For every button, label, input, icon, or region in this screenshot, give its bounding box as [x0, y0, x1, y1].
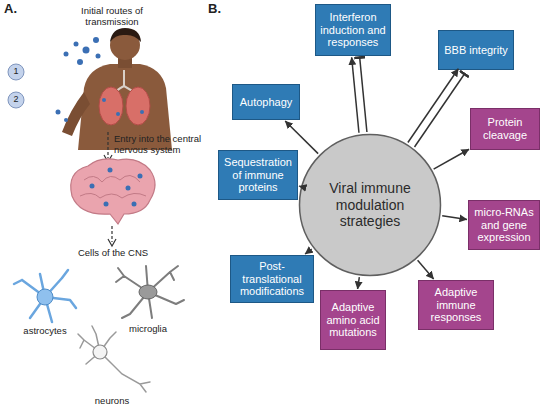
strategy-box: Sequestration of immune proteins — [218, 150, 298, 200]
virus-dot — [140, 110, 144, 114]
text-column: Protein cleavage — [471, 114, 539, 144]
caption-text: Cells of the CNS — [67, 248, 159, 259]
virus-dot — [93, 37, 99, 43]
connector-arrow — [285, 121, 318, 154]
virus-dot — [64, 118, 68, 122]
microglia-soma — [139, 285, 157, 299]
person-hair — [110, 28, 141, 42]
virus-dot — [102, 98, 106, 102]
node-text: Protein cleavage — [471, 114, 539, 144]
neuron-neurite — [78, 326, 150, 392]
connector-arrow — [442, 216, 467, 220]
virus-dot — [116, 112, 120, 116]
node-text: micro-RNAs and gene expression — [469, 204, 539, 247]
callout-number: 1 — [10, 66, 22, 76]
strategy-box: Adaptive immune responses — [418, 280, 494, 330]
arrow-head — [108, 239, 116, 246]
virus-dot — [74, 42, 79, 47]
panel-label: B. — [208, 2, 232, 17]
connector-arrow — [434, 149, 469, 169]
text-column: micro-RNAs and gene expression — [469, 204, 539, 247]
text-column: BBB integrity — [441, 42, 511, 59]
strategy-box: micro-RNAs and gene expression — [468, 200, 540, 250]
callout-circle — [8, 64, 24, 80]
callout-circle — [8, 92, 24, 108]
connector-arrow — [418, 260, 434, 279]
virus-dot — [90, 184, 95, 189]
connector-arrow — [298, 185, 300, 187]
virus-dot — [132, 202, 137, 207]
callout-number: 2 — [10, 94, 22, 104]
node-text: Viral immune modulation strategies — [311, 178, 429, 232]
text-column: Adaptive immune responses — [419, 284, 493, 327]
strategy-box: Adaptive amino acid mutations — [320, 290, 386, 350]
connector-arrow — [305, 249, 312, 254]
connector-arrow — [360, 57, 367, 132]
dashed-arrow — [107, 132, 108, 158]
brain — [71, 159, 155, 224]
node-text: Adaptive amino acid mutations — [321, 299, 385, 342]
astrocyte-soma — [37, 289, 53, 305]
dashed-arrow — [111, 226, 112, 242]
virus-particles — [56, 37, 145, 122]
node-text: Sequestration of immune proteins — [219, 154, 297, 197]
lung — [99, 87, 123, 125]
node-text: Post-translational modifications — [231, 258, 313, 301]
text-column: Post-translational modifications — [231, 258, 313, 301]
connector-arrow — [352, 57, 359, 132]
virus-dot — [64, 52, 69, 57]
text-column: Interferon induction and responses — [316, 9, 390, 52]
node-text: Autophagy — [237, 94, 296, 111]
brain-gyri — [80, 175, 146, 198]
text-column: Viral immune modulation strategies — [311, 178, 429, 232]
text-column: Autophagy — [237, 94, 296, 111]
connector-arrow — [358, 277, 360, 289]
virus-dot — [104, 202, 109, 207]
virus-dot — [126, 186, 131, 191]
astrocyte-cell — [14, 270, 76, 322]
strategy-box: Interferon induction and responses — [315, 4, 391, 56]
neuron-soma — [93, 345, 107, 359]
strategy-box: BBB integrity — [438, 30, 514, 70]
circle-shape — [300, 135, 441, 276]
strategy-box: Post-translational modifications — [230, 255, 314, 303]
cell-label: neurons — [80, 396, 144, 407]
node-text: BBB integrity — [441, 42, 511, 59]
virus-particles — [90, 168, 143, 207]
microglia-process — [116, 266, 184, 318]
neuron-cell — [78, 326, 150, 392]
virus-dot — [108, 168, 113, 173]
virus-dot — [138, 174, 143, 179]
strategy-circle: Viral immune modulation strategies — [298, 133, 442, 277]
lung — [126, 87, 150, 125]
cell-label: astrocytes — [13, 326, 77, 337]
strategy-box: Autophagy — [232, 84, 300, 120]
cell-label: microglia — [116, 324, 180, 335]
virus-dot — [96, 54, 101, 59]
caption-text: Entry into the central nervous system — [114, 134, 206, 156]
astrocyte-process — [14, 270, 76, 322]
caption-text: Initial routes of transmission — [66, 6, 158, 28]
virus-dot — [77, 59, 83, 65]
connector-arrow — [408, 69, 458, 143]
text-column: Sequestration of immune proteins — [219, 154, 297, 197]
virus-dot — [56, 110, 61, 115]
connector-arrow — [415, 73, 465, 147]
virus-dot — [83, 47, 90, 54]
text-column: Adaptive amino acid mutations — [321, 299, 385, 342]
person-arm — [62, 92, 90, 136]
node-text: Adaptive immune responses — [419, 284, 493, 327]
strategy-box: Protein cleavage — [470, 108, 540, 150]
node-text: Interferon induction and responses — [316, 9, 390, 52]
panel-label: A. — [4, 2, 28, 17]
microglia-cell — [116, 266, 184, 318]
